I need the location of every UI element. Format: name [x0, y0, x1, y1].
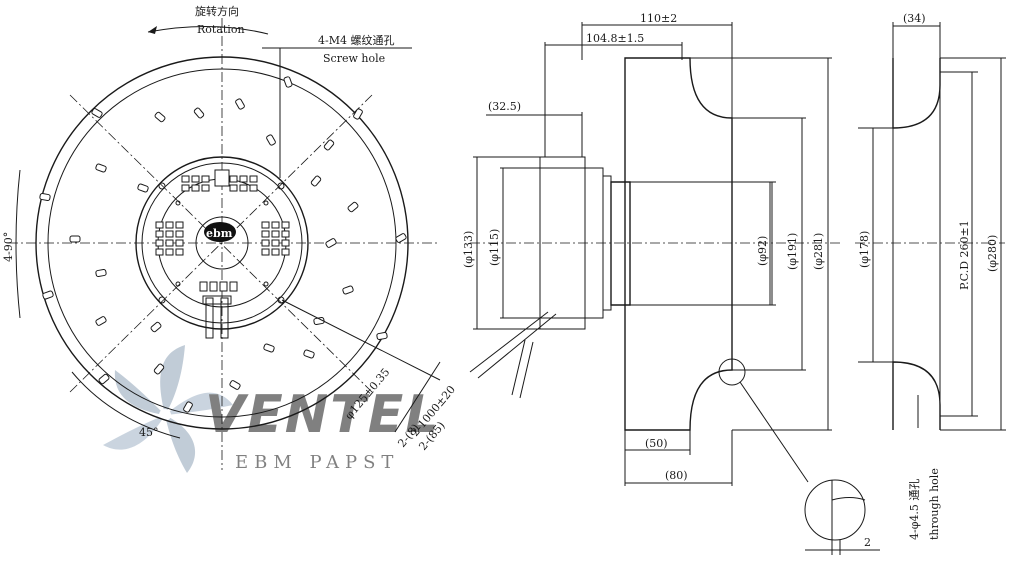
hub-ribs-top	[181, 169, 258, 192]
side-left-dimensions: (φ133) (φ115)	[462, 156, 585, 330]
hub-inner-ring	[141, 162, 303, 324]
impeller-hub-profile	[610, 181, 631, 306]
dim-178: (φ178)	[858, 231, 871, 268]
hole-label-en: through hole	[928, 468, 941, 540]
angle-45-label: 45°	[139, 426, 159, 439]
hub-outer-ring	[135, 156, 309, 330]
ring-bottom-profile	[892, 361, 941, 430]
watermark-tagline: EBM PAPST	[235, 452, 399, 473]
ebm-logo: ebm	[204, 222, 236, 242]
dim-110: 110±2	[640, 12, 677, 25]
impeller-side-profile	[624, 57, 733, 431]
inlet-profile	[630, 181, 771, 306]
rotation-indicator: 旋转方向 Rotation	[147, 4, 269, 36]
hole-label-cn: 4-φ4.5 通孔	[908, 479, 921, 540]
side-bottom-dimensions: (50) (80)	[624, 430, 733, 486]
impeller-shroud-circle	[47, 68, 397, 418]
dim-pcd-260: P.C.D 260±1	[958, 220, 971, 290]
rotation-label-cn: 旋转方向	[195, 4, 239, 18]
dim-281: (φ281)	[812, 233, 825, 270]
dim-50: (50)	[645, 437, 668, 450]
hub-centre	[195, 216, 249, 270]
side-cables	[469, 311, 557, 399]
dim-2: 2	[864, 536, 871, 549]
watermark: VENTEL EBM PAPST	[103, 345, 440, 473]
dim-34: (34)	[903, 12, 926, 25]
detail-leader	[739, 381, 809, 483]
dim-80: (80)	[665, 469, 688, 482]
rotation-arrow	[147, 26, 269, 35]
hub-ribs-sides	[155, 221, 290, 256]
dim-280: (φ280)	[986, 235, 999, 272]
impeller-outer-circle	[35, 56, 409, 430]
dim-133: (φ133)	[462, 231, 475, 268]
side-right-dimensions: (φ92) (φ191) (φ281)	[690, 57, 832, 431]
ring-view: (34) (φ178) P.C.D 260±1 (φ280) 4-φ4.5 通孔…	[804, 12, 1006, 555]
screw-hole-label-en: Screw hole	[323, 52, 385, 65]
side-top-dimensions: 110±2 104.8±1.5 (32.5)	[486, 12, 733, 157]
dim-104-8: 104.8±1.5	[586, 32, 644, 45]
dim-92: (φ92)	[756, 236, 769, 266]
blade-slots	[39, 76, 407, 413]
angle-dimensions: 4-90° 45°	[2, 169, 181, 439]
side-view: 110±2 104.8±1.5 (32.5) (φ133) (φ115)	[462, 12, 840, 486]
hub-screw-holes	[158, 182, 285, 304]
detail-circle	[718, 358, 746, 386]
logo-text: ebm	[206, 227, 233, 240]
angle-90-label: 4-90°	[2, 232, 15, 262]
front-view: ebm 旋转方向 Rotation 4-M4 螺纹通孔 Screw hole	[2, 4, 458, 470]
dim-191: (φ191)	[786, 233, 799, 270]
screw-hole-callout: 4-M4 螺纹通孔 Screw hole	[262, 33, 412, 178]
rotation-label-en: Rotation	[197, 23, 245, 36]
front-diagonal-centerline-2	[69, 94, 373, 393]
watermark-fan-icon	[103, 345, 233, 473]
ring-top-profile	[892, 58, 941, 129]
screw-hole-label-cn: 4-M4 螺纹通孔	[318, 33, 394, 47]
motor-hub: ebm	[135, 156, 309, 339]
watermark-brand: VENTEL	[205, 385, 440, 445]
dim-32-5: (32.5)	[488, 100, 521, 113]
hub-ribs-bottom	[199, 281, 238, 292]
dim-115: (φ115)	[488, 229, 501, 266]
detail-view: 2	[804, 479, 880, 555]
cable-gland	[202, 295, 232, 339]
